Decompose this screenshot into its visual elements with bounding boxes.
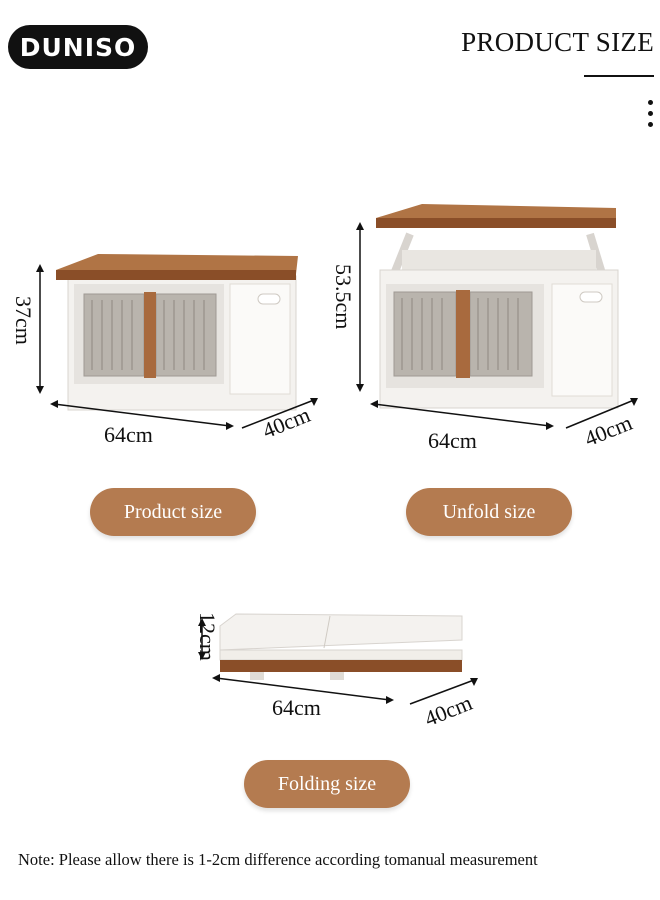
brand-logo: DUNISO (8, 25, 148, 69)
unfold-height-label: 53.5cm (331, 264, 356, 330)
unfold-size-button[interactable]: Unfold size (406, 488, 572, 536)
folding-size-illustration (198, 613, 478, 705)
measurement-note: Note: Please allow there is 1-2cm differ… (18, 850, 538, 869)
product-width-label: 64cm (104, 422, 153, 447)
unfold-size-illustration (356, 204, 638, 430)
folding-size-button[interactable]: Folding size (244, 760, 410, 808)
page-title: PRODUCT SIZE (461, 27, 654, 57)
unfold-width-label: 64cm (428, 428, 477, 453)
product-size-illustration (36, 254, 318, 430)
folding-height-label: 12cm (195, 612, 220, 661)
product-height-label: 37cm (11, 296, 36, 345)
folding-width-label: 64cm (272, 695, 321, 720)
title-underline (584, 75, 654, 77)
product-size-button[interactable]: Product size (90, 488, 256, 536)
kebab-menu-icon[interactable] (644, 100, 656, 140)
